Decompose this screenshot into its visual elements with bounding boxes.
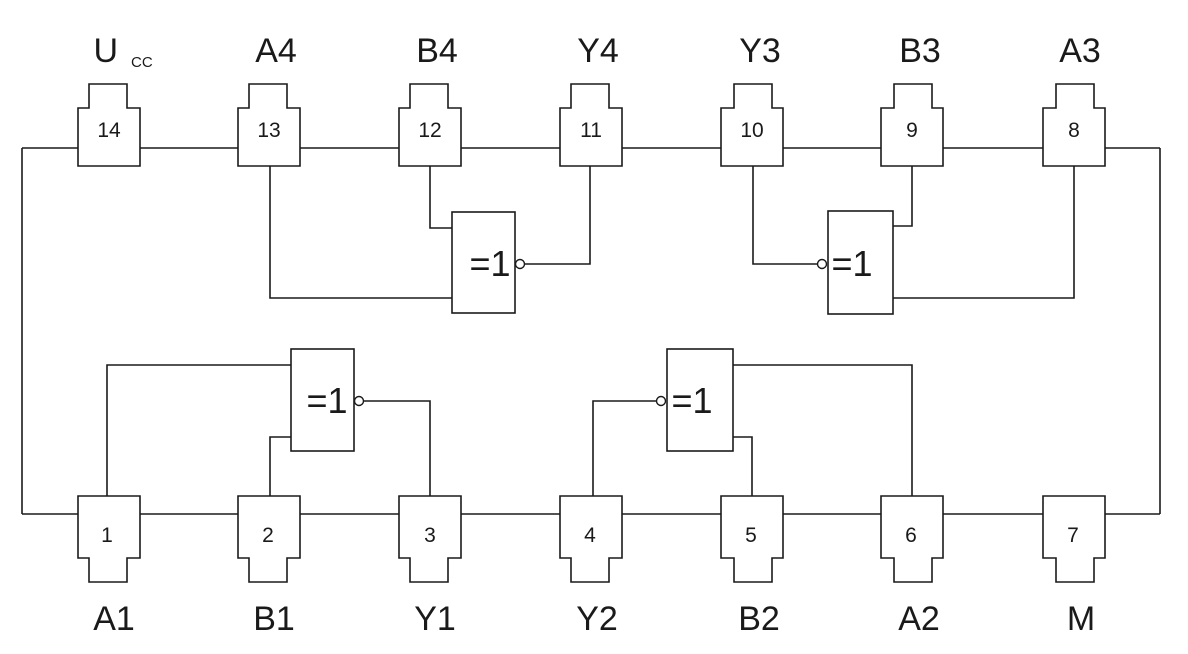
gate-1-symbol: =1 [306, 380, 347, 421]
pin-14-label-subscript: CC [131, 54, 153, 71]
pin-10-number: 10 [740, 119, 763, 142]
gate-2-body [666, 348, 734, 452]
pin-11: 11 Y4 [559, 32, 623, 167]
pin-1: 1 A1 [77, 495, 141, 638]
wire-b4-to-gate4 [429, 166, 452, 229]
pin-4-body [559, 495, 623, 583]
pin-6-body [880, 495, 944, 583]
pin-4-number: 4 [584, 524, 596, 547]
pin-6-number: 6 [905, 524, 917, 547]
gate-4-body [451, 211, 516, 314]
gate-4-inversion-bubble [514, 258, 526, 270]
wire-gate1-to-y1 [364, 400, 431, 496]
pin-13-body [237, 83, 301, 167]
pin-7-body [1042, 495, 1106, 583]
pin-4: 4 Y2 [559, 495, 623, 638]
pin-5-number: 5 [745, 524, 757, 547]
pin-2: 2 B1 [237, 495, 301, 638]
gate-4-symbol: =1 [469, 243, 510, 284]
wire-b2-to-gate2 [733, 436, 753, 496]
gate-1-body [290, 348, 355, 452]
xnor-gate-3: =1 [816, 210, 894, 315]
wire-a2-to-gate2 [733, 364, 913, 496]
gate-2-inversion-bubble [655, 395, 667, 407]
wire-y2-from-gate2 [592, 400, 656, 496]
pin-8-number: 8 [1068, 119, 1080, 142]
pin-10-label: Y3 [739, 32, 781, 70]
pin-8: 8 A3 [1042, 32, 1106, 167]
wires [21, 147, 1161, 515]
pin-1-label: A1 [93, 600, 135, 638]
xnor-gate-4: =1 [451, 211, 526, 314]
pin-8-label: A3 [1059, 32, 1101, 70]
pin-5-label: B2 [738, 600, 780, 638]
pin-7-label: M [1067, 600, 1095, 638]
pin-14-body [77, 83, 141, 167]
pin-9-number: 9 [906, 119, 918, 142]
xnor-gate-2: =1 [655, 348, 734, 452]
gate-3-inversion-bubble [816, 258, 828, 270]
pin-12-body [398, 83, 462, 167]
pin-4-label: Y2 [576, 600, 618, 638]
pin-1-body [77, 495, 141, 583]
pin-3: 3 Y1 [398, 495, 462, 638]
pin-14-label: U [93, 32, 118, 70]
top-pin-row: 14 U CC 13 A4 12 B4 11 Y4 10 Y3 [77, 32, 1106, 167]
pin-11-number: 11 [580, 119, 602, 142]
pin-9: 9 B3 [880, 32, 944, 167]
wire-b1-to-gate1 [269, 436, 291, 496]
pin-12: 12 B4 [398, 32, 462, 167]
pin-3-label: Y1 [414, 600, 456, 638]
pin-7: 7 M [1042, 495, 1106, 638]
pin-12-number: 12 [418, 119, 441, 142]
wire-a3-to-gate3 [893, 166, 1075, 299]
pin-14-number: 14 [97, 119, 121, 142]
wire-a4-to-gate4 [269, 166, 452, 299]
pin-1-number: 1 [101, 524, 113, 547]
pin-2-body [237, 495, 301, 583]
xnor-gate-1: =1 [290, 348, 365, 452]
pin-10: 10 Y3 [720, 32, 784, 167]
pin-9-body [880, 83, 944, 167]
pin-6-label: A2 [898, 600, 940, 638]
pin-13-number: 13 [257, 119, 280, 142]
gate-1-inversion-bubble [353, 395, 365, 407]
pin-11-label: Y4 [577, 32, 619, 70]
pin-11-body [559, 83, 623, 167]
pin-7-number: 7 [1067, 524, 1079, 547]
pin-12-label: B4 [416, 32, 458, 70]
pin-9-label: B3 [899, 32, 941, 70]
wire-a1-to-gate1 [106, 364, 291, 496]
pin-3-number: 3 [424, 524, 436, 547]
pin-2-number: 2 [262, 524, 274, 547]
wire-y3-from-gate3 [752, 166, 817, 265]
pin-13: 13 A4 [237, 32, 301, 167]
pin-14: 14 U CC [77, 32, 153, 167]
gate-3-body [827, 210, 894, 315]
pin-13-label: A4 [255, 32, 297, 70]
bottom-pin-row: 1 A1 2 B1 3 Y1 4 Y2 5 B2 6 [77, 495, 1106, 638]
gate-3-symbol: =1 [831, 243, 872, 284]
pin-5-body [720, 495, 784, 583]
pin-10-body [720, 83, 784, 167]
pin-3-body [398, 495, 462, 583]
wire-b3-to-gate3 [893, 166, 913, 227]
pin-2-label: B1 [253, 600, 295, 638]
gate-2-symbol: =1 [671, 380, 712, 421]
gates: =1 =1 =1 =1 [290, 210, 894, 452]
pin-5: 5 B2 [720, 495, 784, 638]
pin-8-body [1042, 83, 1106, 167]
wire-gate4-to-y4 [525, 166, 591, 265]
pin-6: 6 A2 [880, 495, 944, 638]
